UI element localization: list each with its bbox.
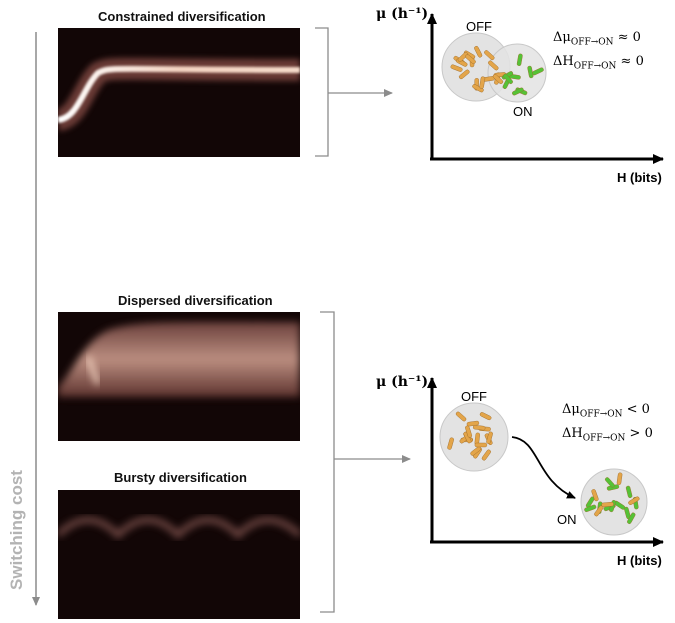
bacterium-cell (503, 73, 513, 84)
bacterium-cell (492, 74, 504, 84)
bacterium-cell (458, 69, 470, 80)
kymograph-constrained (58, 28, 300, 157)
bracket-bottom (320, 311, 335, 613)
top-eq-mu: ΔμOFF→ON ≈ 0 (553, 30, 641, 48)
bacterium-cell (516, 53, 523, 66)
bacterium-cell (470, 446, 482, 456)
bacterium-cell (479, 76, 486, 89)
title-constrained: Constrained diversification (98, 9, 266, 24)
bottom-off-label: OFF (461, 389, 487, 404)
bacterium-cell (532, 67, 544, 76)
bacterium-cell (625, 485, 633, 498)
bacterium-cell (457, 52, 468, 63)
top-eq-h: ΔHOFF→ON ≈ 0 (553, 54, 644, 72)
top-on-label: ON (513, 104, 533, 119)
transition-arrow (511, 436, 576, 499)
bracket-top (315, 27, 329, 157)
top-on-population (487, 43, 547, 103)
bottom-x-axis-label: H (bits) (617, 553, 662, 568)
bacterium-cell (484, 50, 495, 61)
switching-cost-label: Switching cost (7, 470, 26, 590)
bottom-y-axis-label: μ (h⁻¹) (376, 374, 429, 390)
bacterium-cell (616, 472, 623, 485)
bacterium-cell (584, 504, 597, 512)
bacterium-cell (512, 87, 524, 96)
top-on-cells (501, 53, 544, 96)
bottom-on-cells-green (584, 472, 640, 524)
bacterium-cell (450, 64, 463, 72)
bacterium-cell (465, 54, 476, 64)
bottom-on-label: ON (557, 512, 577, 527)
top-x-axis-label: H (bits) (617, 170, 662, 185)
bacterium-cell (627, 512, 636, 524)
bacterium-cell (474, 442, 488, 448)
bacterium-cell (479, 412, 492, 421)
bacterium-cell (591, 489, 599, 502)
title-dispersed: Dispersed diversification (118, 293, 273, 308)
bacterium-cell (447, 437, 454, 450)
bacterium-cell (466, 420, 480, 427)
bottom-eq-mu: ΔμOFF→ON < 0 (562, 402, 650, 420)
bottom-off-population (439, 402, 509, 472)
bacterium-cell (601, 501, 614, 508)
top-off-label: OFF (466, 19, 492, 34)
bacterium-cell (465, 425, 472, 438)
top-y-axis-label: μ (h⁻¹) (376, 6, 429, 22)
top-off-cells (450, 45, 507, 93)
bacterium-cell (481, 449, 491, 461)
bacterium-cell (527, 65, 534, 79)
bacterium-cell (472, 84, 484, 93)
kymograph-dispersed (58, 312, 300, 441)
bottom-eq-h: ΔHOFF→ON > 0 (562, 426, 653, 444)
bacterium-cell (486, 431, 493, 444)
bacterium-cell (474, 45, 483, 58)
kymograph-bursty (58, 490, 300, 619)
bacterium-cell (455, 411, 467, 422)
bottom-off-cells (447, 411, 493, 461)
bacterium-cell (605, 477, 615, 488)
title-bursty: Bursty diversification (114, 470, 247, 485)
bacterium-cell (628, 496, 640, 505)
bacterium-cell (488, 60, 499, 71)
bacterium-cell (473, 424, 486, 431)
